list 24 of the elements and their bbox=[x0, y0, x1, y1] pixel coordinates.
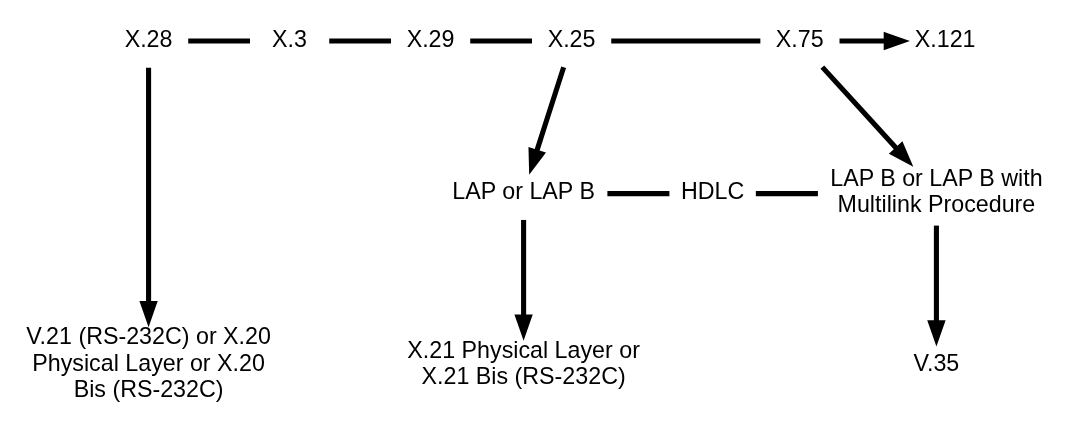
connector bbox=[611, 38, 761, 44]
connector bbox=[329, 38, 391, 44]
node-text: LAP B or LAP B with Multilink Procedure bbox=[830, 165, 1043, 218]
node-text: X.121 bbox=[914, 25, 976, 52]
node-text: X.3 bbox=[272, 25, 308, 52]
arrow bbox=[820, 65, 914, 167]
node-text: X.21 Physical Layer or X.21 Bis (RS-232C) bbox=[407, 336, 640, 389]
connector bbox=[470, 38, 532, 44]
node-text: V.35 bbox=[913, 349, 960, 376]
arrow bbox=[139, 67, 158, 328]
arrow bbox=[839, 31, 910, 51]
node-text: X.28 bbox=[124, 25, 173, 52]
node-text: X.29 bbox=[406, 25, 455, 52]
connector bbox=[755, 191, 818, 197]
connector bbox=[188, 38, 250, 44]
node-text: X.75 bbox=[775, 25, 824, 52]
arrow bbox=[927, 225, 946, 347]
node-text: HDLC bbox=[680, 178, 745, 205]
connector bbox=[607, 191, 670, 197]
node-text: LAP or LAP B bbox=[452, 178, 595, 205]
node-text: V.21 (RS-232C) or X.20 Physical Layer or X.20 Bis (RS-232C) bbox=[26, 323, 271, 402]
node-text: X.25 bbox=[547, 25, 596, 52]
arrow bbox=[514, 219, 533, 341]
arrow bbox=[528, 66, 567, 175]
